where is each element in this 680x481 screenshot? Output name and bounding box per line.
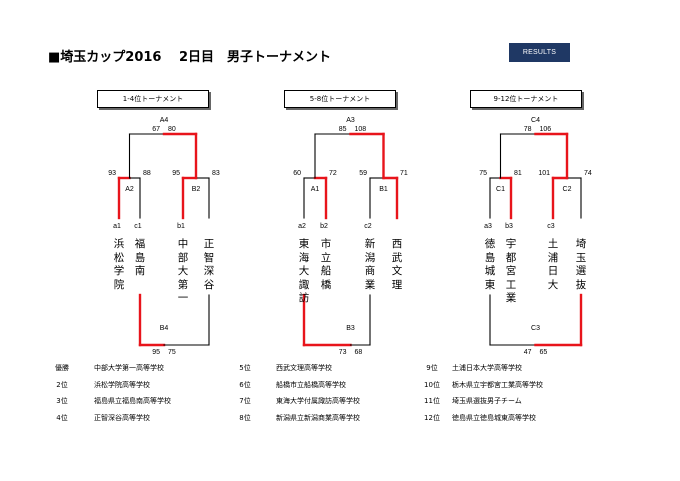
score-label: 75 xyxy=(479,170,487,177)
rank-school: 埼玉県選抜男子チーム xyxy=(452,397,522,405)
rank-label: 3位 xyxy=(56,397,68,405)
page-title: ■埼玉カップ2016 2日目 男子トーナメント xyxy=(48,50,332,65)
score-label: 78 xyxy=(524,126,532,133)
team-name: 埼玉選抜 xyxy=(575,238,587,291)
score-label: 95 xyxy=(172,170,180,177)
score-label: 75 xyxy=(168,349,176,356)
team-code: a2 xyxy=(298,223,306,230)
score-label: 101 xyxy=(538,170,550,177)
match-label: A4 xyxy=(160,117,169,124)
score-label: 81 xyxy=(514,170,522,177)
rank-school: 福島県立福島南高等学校 xyxy=(94,397,171,405)
team-name: 正智深谷 xyxy=(203,238,215,291)
score-label: 74 xyxy=(584,170,592,177)
score-label: 88 xyxy=(143,170,151,177)
rank-school: 船橋市立船橋高等学校 xyxy=(276,380,346,389)
score-label: 108 xyxy=(355,126,367,133)
section-header-1-4: 1-4位トーナメント xyxy=(97,90,209,108)
match-label: A3 xyxy=(346,117,355,124)
score-label: 83 xyxy=(212,170,220,177)
rank-label: 4位 xyxy=(56,413,68,422)
rank-school: 東海大学付属諏訪高等学校 xyxy=(276,397,360,405)
match-label: B2 xyxy=(192,186,201,193)
match-label: B4 xyxy=(160,325,169,332)
match-label: A1 xyxy=(311,186,320,193)
team-name: 宇都宮工業 xyxy=(505,238,517,304)
score-label: 60 xyxy=(293,170,301,177)
score-label: 67 xyxy=(152,126,160,133)
score-label: 95 xyxy=(152,349,160,356)
score-label: 106 xyxy=(540,126,552,133)
team-name: 新潟商業 xyxy=(364,238,376,291)
team-code: a1 xyxy=(113,223,121,230)
score-label: 71 xyxy=(400,170,408,177)
team-code: c2 xyxy=(364,223,372,230)
match-label: B3 xyxy=(346,325,355,332)
rank-school: 新潟県立新潟商業高等学校 xyxy=(276,413,360,422)
match-label: C3 xyxy=(531,325,540,332)
rank-school: 土浦日本大学高等学校 xyxy=(452,364,522,372)
score-label: 68 xyxy=(355,349,363,356)
team-code: b2 xyxy=(320,223,328,230)
section-header-9-12: 9-12位トーナメント xyxy=(470,90,582,108)
rank-label: 2位 xyxy=(56,380,68,389)
score-label: 47 xyxy=(524,349,532,356)
score-label: 59 xyxy=(359,170,367,177)
score-label: 80 xyxy=(168,126,176,133)
rank-label: 10位 xyxy=(424,380,440,389)
rank-label: 7位 xyxy=(239,397,251,405)
rank-label: 6位 xyxy=(239,380,251,389)
match-label: B1 xyxy=(379,186,388,193)
section-header-5-8: 5-8位トーナメント xyxy=(284,90,396,108)
team-name: 土浦日大 xyxy=(547,238,559,291)
results-button[interactable]: RESULTS xyxy=(509,43,570,62)
rank-label: 12位 xyxy=(424,413,440,422)
match-label: C4 xyxy=(531,117,540,124)
team-name: 浜松学院 xyxy=(113,238,125,291)
team-name: 東海大諏訪 xyxy=(298,238,310,304)
team-name: 徳島城東 xyxy=(484,238,496,291)
rank-label: 9位 xyxy=(426,364,438,372)
team-name: 西武文理 xyxy=(391,238,403,291)
rank-label: 5位 xyxy=(239,364,251,372)
rank-school: 浜松学院高等学校 xyxy=(94,380,150,389)
rank-label: 8位 xyxy=(239,413,251,422)
rank-label: 11位 xyxy=(424,397,440,405)
score-label: 85 xyxy=(339,126,347,133)
team-name: 市立船橋 xyxy=(320,238,332,291)
match-label: A2 xyxy=(125,186,134,193)
rank-school: 正智深谷高等学校 xyxy=(94,413,150,422)
team-code: c1 xyxy=(134,223,142,230)
rank-school: 西武文理高等学校 xyxy=(276,364,332,372)
team-name: 福島南 xyxy=(134,238,146,277)
team-code: a3 xyxy=(484,223,492,230)
score-label: 65 xyxy=(540,349,548,356)
rank-school: 栃木県立宇都宮工業高等学校 xyxy=(452,380,543,389)
team-code: b3 xyxy=(505,223,513,230)
rank-school: 徳島県立徳島城東高等学校 xyxy=(452,413,536,422)
team-code: b1 xyxy=(177,223,185,230)
team-name: 中部大第一 xyxy=(177,238,189,304)
score-label: 72 xyxy=(329,170,337,177)
match-label: C2 xyxy=(563,186,572,193)
rank-school: 中部大学第一高等学校 xyxy=(94,364,164,372)
score-label: 73 xyxy=(339,349,347,356)
team-code: c3 xyxy=(547,223,555,230)
score-label: 93 xyxy=(108,170,116,177)
match-label: C1 xyxy=(496,186,505,193)
rank-label: 優勝 xyxy=(55,364,69,372)
